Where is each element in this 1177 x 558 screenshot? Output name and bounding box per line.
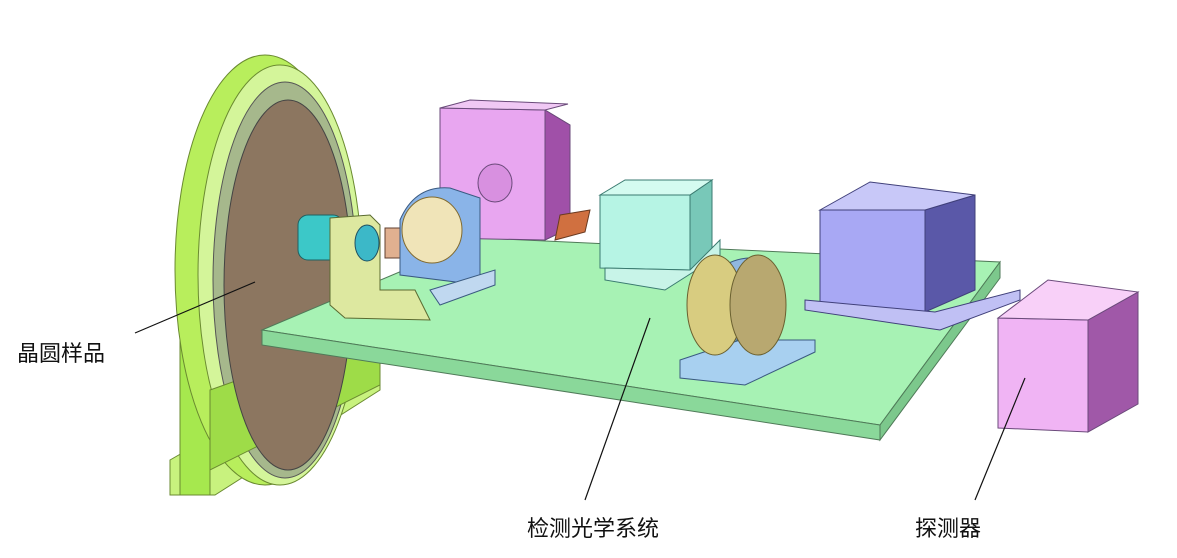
blue-block [804,181,1021,331]
lens-holder-2 [399,187,496,306]
detector-block [996,279,1140,433]
lens-holder-3 [679,254,816,386]
leader-detector [974,377,1026,501]
label-detector: 探测器 [915,517,982,542]
label-optical-system: 检测光学系统 [527,517,660,542]
beam-splitter-block [598,179,721,291]
leader-optics [584,317,651,501]
leader-wafer [134,281,256,334]
label-wafer-sample: 晶圆样品 [17,342,106,367]
